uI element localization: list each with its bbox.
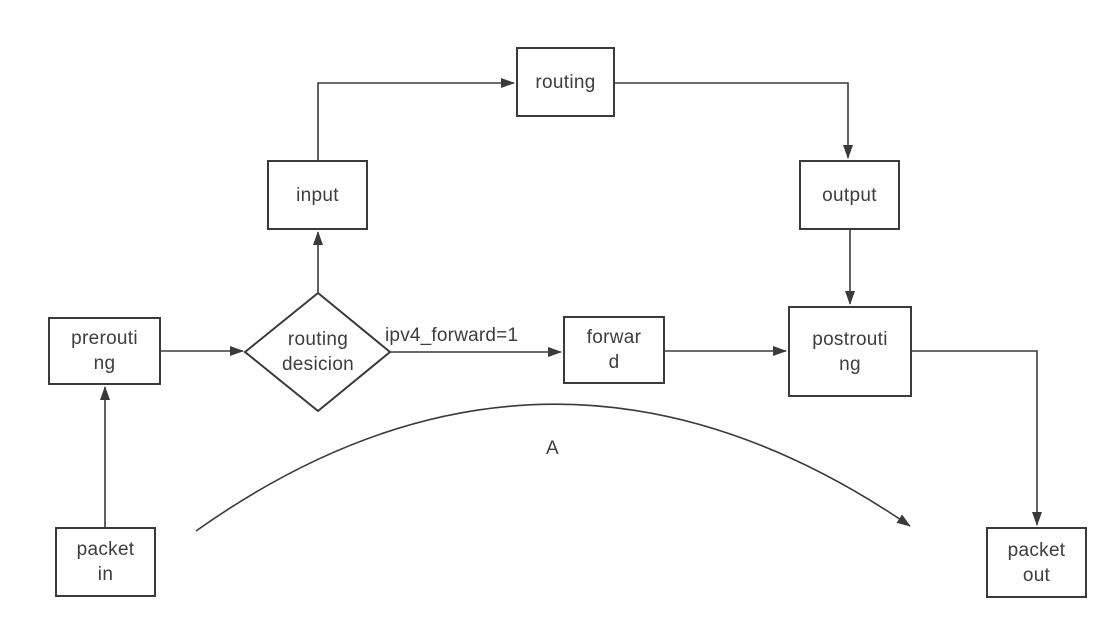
node-routing-label: routing (535, 71, 596, 93)
routing-decision-diamond (243, 291, 392, 413)
edge-label-ipv4-forward: ipv4_forward=1 (385, 325, 519, 346)
node-output-label: output (822, 184, 877, 206)
node-packet-in: packet in (55, 527, 156, 597)
node-prerouting-label: prerouti (71, 328, 138, 349)
node-packet-out-label: packet (1007, 539, 1066, 561)
node-prerouting-label: ng (93, 353, 116, 374)
node-routing: routing (516, 47, 615, 117)
node-postrouting-label: ng (839, 353, 861, 375)
node-input: input (267, 160, 368, 230)
node-packet-in-label: in (97, 564, 114, 585)
edge-label-a: A (546, 438, 559, 459)
node-packet-in-label: packet (76, 539, 135, 560)
edge-postrouting-packetout (912, 350, 1042, 526)
node-packet-out-label: out (1022, 564, 1051, 586)
edge-curve-a (195, 403, 911, 532)
node-postrouting: postrouti ng (788, 306, 912, 397)
edge-routing-output (615, 82, 853, 159)
edge-input-routing (317, 78, 515, 160)
node-prerouting: prerouti ng (48, 317, 161, 385)
node-forward-label: forwar (586, 327, 642, 348)
node-input-label: input (296, 184, 339, 206)
node-postrouting-label: postrouti (812, 328, 888, 350)
node-routing-decision: routing desicion (248, 326, 388, 378)
node-forward: forwar d (563, 316, 665, 384)
node-forward-label: d (608, 352, 620, 373)
node-routing-decision-label: desicion (281, 354, 355, 375)
node-routing-decision-label: routing (287, 329, 349, 350)
node-output: output (799, 160, 900, 230)
node-packet-out: packet out (986, 527, 1087, 598)
